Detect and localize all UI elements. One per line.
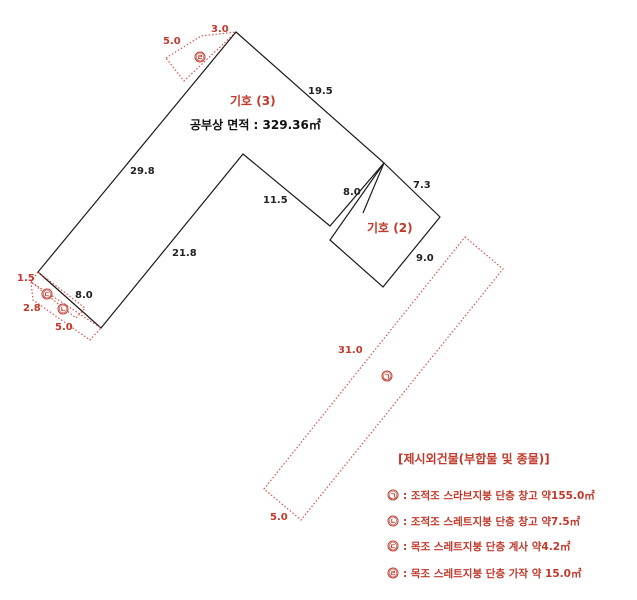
structure-b-outline — [30, 280, 102, 341]
structure-b-dim-b: 5.0 — [55, 322, 73, 333]
legend-item-a: : 조적조 스라브지붕 단층 창고 약155.0㎡ — [403, 489, 595, 502]
main-dim-left: 29.8 — [130, 166, 155, 177]
annex-inner-line — [362, 162, 385, 214]
structure-a-dim-long: 31.0 — [338, 345, 363, 356]
legend-title: [제시외건물(부합물 및 종물)] — [398, 451, 550, 466]
main-dim-top: 19.5 — [308, 86, 333, 97]
legend-mark-b-circle — [387, 515, 399, 527]
legend-mark-d-circle — [387, 567, 399, 579]
main-building-area: 공부상 면적 : 329.36㎡ — [190, 117, 321, 132]
structure-c-dim-a: 1.5 — [17, 273, 35, 284]
annex-dim-top: 7.3 — [413, 180, 431, 191]
legend-mark-a: ㉠ — [389, 490, 397, 500]
structure-a-mark: ㉠ — [383, 371, 391, 381]
structure-b-mark: ㉡ — [59, 304, 67, 314]
annex-dim-left: 8.0 — [343, 187, 361, 198]
main-dim-inner-top: 11.5 — [263, 195, 288, 206]
annex-building-label: 기호 (2) — [367, 220, 413, 235]
structure-d-dim-a: 5.0 — [163, 36, 181, 47]
annex-building-outline — [329, 162, 441, 288]
legend-mark-b: ㉡ — [389, 516, 397, 526]
main-dim-bottom: 8.0 — [75, 290, 93, 301]
legend-item-b: : 조적조 스레트지붕 단층 창고 약7.5㎡ — [403, 515, 581, 528]
legend-item-d: : 목조 스레트지붕 단층 가작 약 15.0㎡ — [403, 567, 582, 580]
structure-c-mark-circle — [41, 288, 53, 300]
legend-mark-c: ㉢ — [389, 541, 397, 551]
structure-c-mark: ㉢ — [43, 289, 51, 299]
annex-dim-right: 9.0 — [416, 253, 434, 264]
legend-mark-c-circle — [387, 540, 399, 552]
structure-d-mark-circle — [194, 51, 206, 63]
structure-b-mark-circle — [57, 303, 69, 315]
structure-a-dim-short: 5.0 — [270, 512, 288, 523]
structure-c-outline — [30, 271, 86, 319]
main-building-label: 기호 (3) — [230, 93, 276, 108]
structure-b-dim-a: 2.8 — [23, 303, 41, 314]
structure-a-mark-circle — [381, 370, 393, 382]
structure-d-mark: ㉣ — [196, 52, 204, 62]
structure-d-dim-b: 3.0 — [211, 24, 229, 35]
structure-d-outline — [165, 31, 238, 82]
main-building-outline — [37, 31, 385, 329]
legend-mark-d: ㉣ — [389, 568, 397, 578]
main-dim-inner-diag: 21.8 — [172, 248, 197, 259]
legend-mark-a-circle — [387, 489, 399, 501]
structure-a-outline — [263, 236, 504, 521]
legend-item-c: : 목조 스레트지붕 단층 계사 약4.2㎡ — [403, 540, 571, 553]
